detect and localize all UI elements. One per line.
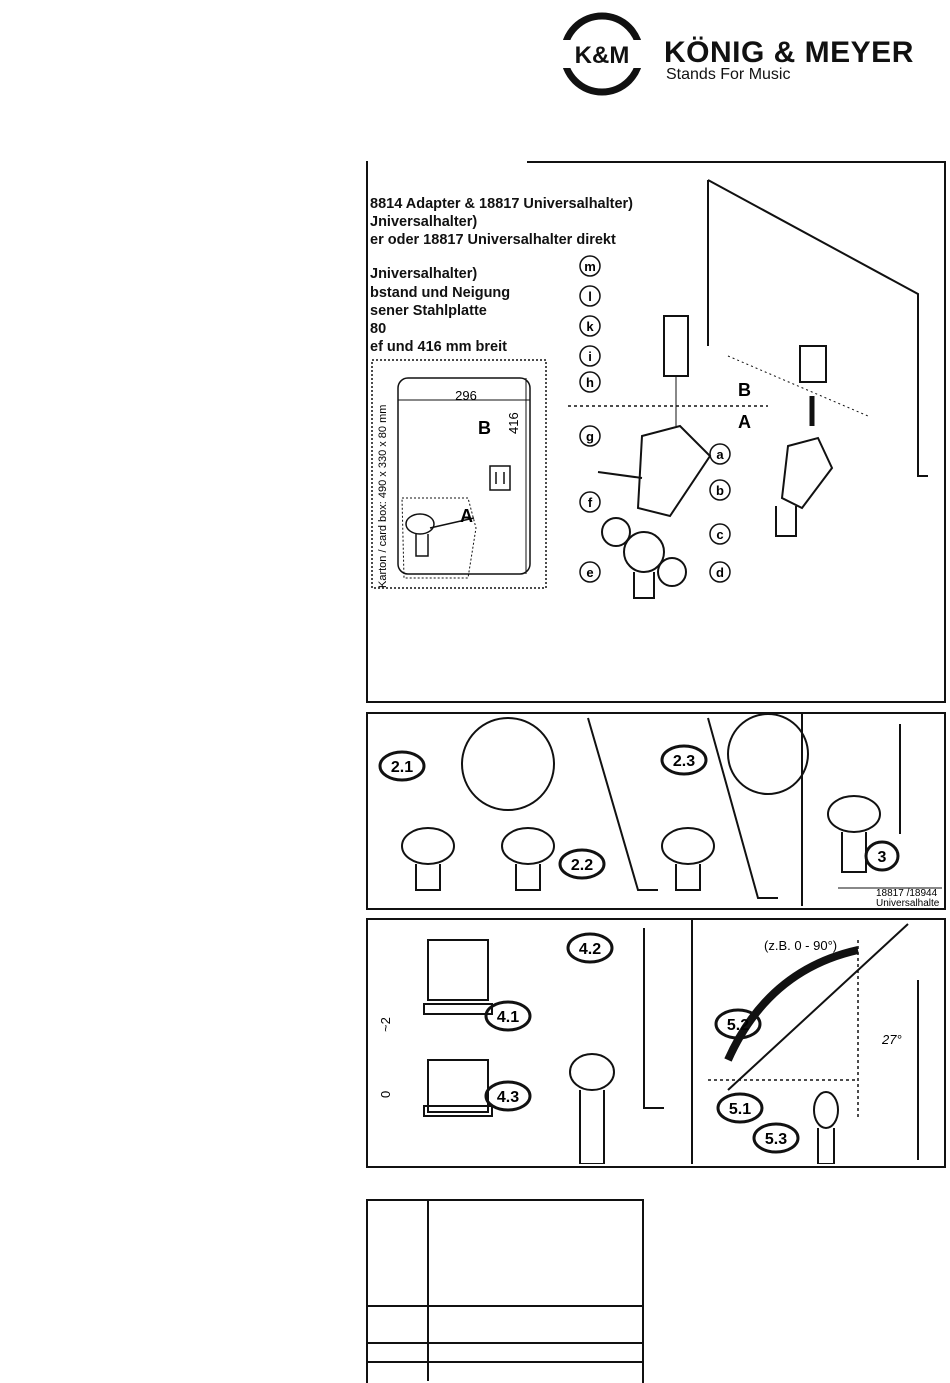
step-2-1: 2.1: [391, 759, 413, 776]
dimension-approx: ~2: [378, 1017, 393, 1032]
mounting-steps-diagram: 2.1 2.2 2.3 3 18817 /18944 Universalhalt…: [378, 714, 942, 906]
intro-line-1: 8814 Adapter & 18817 Universalhalter): [370, 196, 634, 212]
step-labels: 2.1 2.2 2.3 3: [378, 744, 900, 880]
panel1-top-rule: [527, 161, 945, 163]
adjustment-steps-diagram: 4.1 4.2 4.3 5.1 5.2 5.3 ~2 0 (z.B. 0 - 9…: [378, 920, 919, 1164]
part-c: c: [716, 527, 723, 542]
spec-table-column-divider: [427, 1199, 429, 1381]
mounting-panel: [366, 712, 946, 910]
zone-a-label: A: [738, 412, 751, 432]
part-callouts: m l k i h g f e a b c d: [579, 255, 731, 583]
intro-line-6: sener Stahlplatte: [370, 303, 487, 319]
step-5-3: 5.3: [765, 1131, 787, 1148]
step-4-1: 4.1: [497, 1009, 519, 1026]
carton-diagram: 296 416 B A Karton / card box: 490 x 330…: [371, 359, 547, 589]
part-d: d: [716, 565, 724, 580]
part-i: i: [588, 349, 592, 364]
intro-line-2: Jniversalhalter): [370, 214, 478, 230]
km-logo: K&M: [560, 12, 644, 96]
part-k: k: [586, 319, 594, 334]
carton-slot-b: B: [478, 418, 491, 438]
parts-diagram: B A m l k i h g f e a b c d: [568, 179, 928, 599]
brand-name: KÖNIG & MEYER: [664, 36, 914, 69]
model-label: 18817 /18944: [876, 888, 938, 899]
angle-range-label: (z.B. 0 - 90°): [764, 938, 837, 953]
step-5-2: 5.2: [727, 1017, 749, 1034]
step-3: 3: [878, 849, 887, 866]
adjustment-panel: [366, 918, 946, 1168]
part-a: a: [716, 447, 724, 462]
intro-line-7: 80: [370, 321, 387, 337]
carton-label: Karton / card box: 490 x 330 x 80 mm: [377, 405, 389, 588]
spec-table: [366, 1199, 644, 1383]
zone-b-label: B: [738, 380, 751, 400]
spec-table-row-divider-3: [366, 1361, 642, 1363]
carton-height: 416: [506, 412, 521, 434]
carton-width: 296: [455, 388, 477, 403]
part-e: e: [586, 565, 593, 580]
dimension-zero: 0: [378, 1091, 393, 1098]
brand-tagline: Stands For Music: [666, 66, 791, 83]
step-2-2: 2.2: [571, 857, 593, 874]
adjustment-step-labels: 4.1 4.2 4.3 5.1 5.2 5.3: [484, 932, 800, 1154]
part-f: f: [588, 495, 593, 510]
step-2-3: 2.3: [673, 753, 695, 770]
model-sub: Universalhalte: [876, 898, 940, 906]
spec-table-row-divider-2: [366, 1342, 642, 1344]
carton-slot-a: A: [460, 506, 473, 526]
intro-line-3: er oder 18817 Universalhalter direkt: [370, 232, 616, 248]
part-b: b: [716, 483, 724, 498]
part-g: g: [586, 429, 594, 444]
step-4-2: 4.2: [579, 941, 601, 958]
step-5-1: 5.1: [729, 1101, 751, 1118]
step-4-3: 4.3: [497, 1089, 519, 1106]
intro-line-4: Jniversalhalter): [370, 266, 478, 282]
assembly-panel: [366, 161, 946, 703]
part-h: h: [586, 375, 594, 390]
intro-line-5: bstand und Neigung: [370, 285, 511, 301]
angle-label: 27°: [881, 1032, 902, 1047]
intro-line-8: ef und 416 mm breit: [370, 339, 507, 355]
spec-table-row-divider-1: [366, 1305, 642, 1307]
part-m: m: [584, 259, 596, 274]
part-l: l: [588, 289, 592, 304]
logo-text: K&M: [575, 42, 630, 69]
